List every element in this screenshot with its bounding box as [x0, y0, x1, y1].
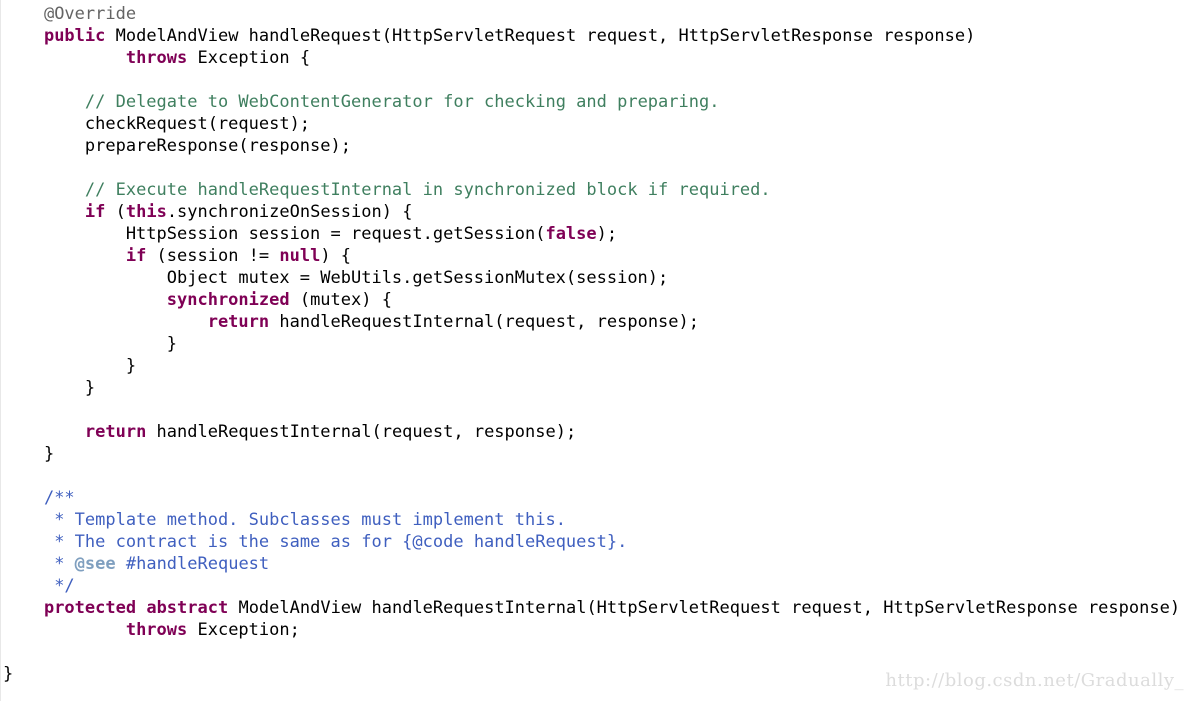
code-line: // Execute handleRequestInternal in sync…: [3, 179, 1180, 201]
code-token: [3, 576, 54, 596]
keyword-token: if: [84, 202, 106, 222]
code-line: return handleRequestInternal(request, re…: [3, 311, 1180, 333]
code-token: handleRequestInternal(request, response)…: [269, 312, 699, 332]
code-line: /**: [3, 487, 1180, 509]
code-line: [3, 157, 1180, 179]
code-token: Object mutex = WebUtils.getSessionMutex(…: [3, 268, 669, 288]
code-token: [3, 202, 85, 222]
code-line: [3, 399, 1180, 421]
watermark: http://blog.csdn.net/Gradually_: [885, 670, 1184, 691]
keyword-token: false: [545, 224, 597, 244]
code-token: }: [3, 334, 177, 354]
code-token: Exception {: [187, 48, 311, 68]
code-line: @Override: [3, 3, 1180, 25]
code-token: [3, 510, 54, 530]
keyword-token: throws: [125, 620, 188, 640]
code-line: throws Exception;: [3, 619, 1180, 641]
code-token: prepareResponse(response);: [3, 136, 351, 156]
code-token: [3, 180, 85, 200]
code-line: }: [3, 377, 1180, 399]
code-token: Exception;: [187, 620, 300, 640]
code-token: [3, 4, 44, 24]
code-line: HttpSession session = request.getSession…: [3, 223, 1180, 245]
code-line: if (this.synchronizeOnSession) {: [3, 201, 1180, 223]
javadoc-token: *: [54, 554, 75, 574]
code-line: throws Exception {: [3, 47, 1180, 69]
code-line: }: [3, 663, 1180, 685]
comment-token: // Delegate to WebContentGenerator for c…: [84, 92, 720, 112]
code-token: ) {: [320, 246, 352, 266]
javadoc-token: * The contract is the same as for {@code…: [54, 532, 628, 552]
keyword-token: public: [43, 26, 106, 46]
code-token: (: [105, 202, 126, 222]
code-token: [3, 312, 208, 332]
code-token: [3, 532, 54, 552]
code-token: [3, 422, 85, 442]
keyword-token: null: [279, 246, 321, 266]
code-line: prepareResponse(response);: [3, 135, 1180, 157]
code-line: [3, 69, 1180, 91]
code-token: [3, 620, 126, 640]
keyword-token: synchronized: [166, 290, 290, 310]
code-token: .synchronizeOnSession) {: [166, 202, 413, 222]
code-token: }: [3, 444, 55, 464]
code-line: * The contract is the same as for {@code…: [3, 531, 1180, 553]
code-token: HttpSession session = request.getSession…: [3, 224, 546, 244]
code-token: );: [596, 224, 618, 244]
keyword-token: abstract: [146, 598, 229, 618]
code-line: * @see #handleRequest: [3, 553, 1180, 575]
code-line: }: [3, 355, 1180, 377]
code-line: * Template method. Subclasses must imple…: [3, 509, 1180, 531]
code-token: }: [3, 356, 137, 376]
code-line: checkRequest(request);: [3, 113, 1180, 135]
code-line: if (session != null) {: [3, 245, 1180, 267]
javadoc-token: /**: [43, 488, 75, 508]
code-token: [3, 26, 44, 46]
editor-left-border: [0, 0, 1, 701]
keyword-token: if: [125, 246, 147, 266]
code-line: protected abstract ModelAndView handleRe…: [3, 597, 1180, 619]
code-token: [3, 488, 44, 508]
code-token: [3, 48, 126, 68]
keyword-token: return: [207, 312, 270, 332]
code-line: */: [3, 575, 1180, 597]
code-line: return handleRequestInternal(request, re…: [3, 421, 1180, 443]
code-token: [3, 290, 167, 310]
keyword-token: return: [84, 422, 147, 442]
code-token: [3, 92, 85, 112]
javadoc-tag-token: @see: [74, 554, 116, 574]
code-token: checkRequest(request);: [3, 114, 311, 134]
javadoc-token: */: [54, 576, 75, 596]
code-token: [3, 246, 126, 266]
code-token: (session !=: [146, 246, 280, 266]
code-token: handleRequestInternal(request, response)…: [146, 422, 577, 442]
keyword-token: this: [125, 202, 167, 222]
code-line: }: [3, 443, 1180, 465]
annotation-token: @Override: [43, 4, 137, 24]
javadoc-token: #handleRequest: [115, 554, 270, 574]
code-token: }: [3, 664, 14, 684]
code-token: [3, 598, 44, 618]
code-line: [3, 641, 1180, 663]
code-line: Object mutex = WebUtils.getSessionMutex(…: [3, 267, 1180, 289]
code-token: [136, 598, 146, 618]
source-code[interactable]: @Override public ModelAndView handleRequ…: [3, 3, 1180, 685]
code-line: // Delegate to WebContentGenerator for c…: [3, 91, 1180, 113]
code-token: [3, 554, 54, 574]
code-line: [3, 465, 1180, 487]
code-line: synchronized (mutex) {: [3, 289, 1180, 311]
keyword-token: protected: [43, 598, 137, 618]
keyword-token: throws: [125, 48, 188, 68]
javadoc-token: * Template method. Subclasses must imple…: [54, 510, 566, 530]
code-line: public ModelAndView handleRequest(HttpSe…: [3, 25, 1180, 47]
code-token: (mutex) {: [289, 290, 392, 310]
code-token: ModelAndView handleRequest(HttpServletRe…: [105, 26, 976, 46]
comment-token: // Execute handleRequestInternal in sync…: [84, 180, 771, 200]
code-token: ModelAndView handleRequestInternal(HttpS…: [228, 598, 1181, 618]
code-token: }: [3, 378, 96, 398]
code-line: }: [3, 333, 1180, 355]
